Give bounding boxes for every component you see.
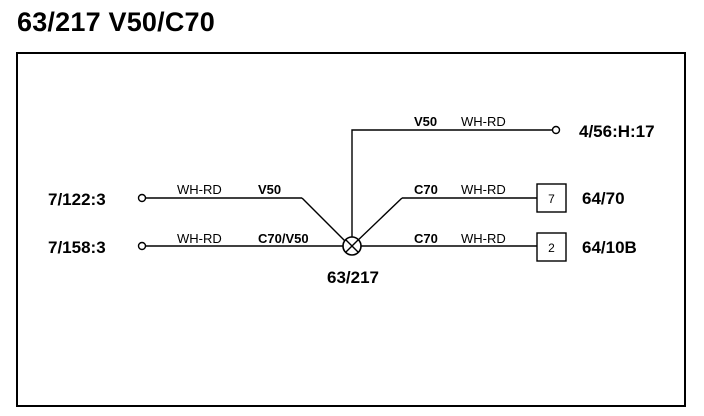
wire-color-label: WH-RD <box>177 231 222 246</box>
endpoint-label: 4/56:H:17 <box>579 122 655 141</box>
endpoint-label: 7/122:3 <box>48 190 106 209</box>
model-label: C70 <box>414 231 438 246</box>
model-label: V50 <box>258 182 281 197</box>
model-label: V50 <box>414 114 437 129</box>
diagram-frame <box>16 52 686 407</box>
wire-right-middle: 7 C70 WH-RD 64/70 <box>353 182 625 245</box>
wire-color-label: WH-RD <box>461 114 506 129</box>
wire-color-label: WH-RD <box>461 231 506 246</box>
model-label: C70 <box>414 182 438 197</box>
splice-label: 63/217 <box>327 268 379 287</box>
connector-pin-box[interactable] <box>536 232 567 262</box>
terminal-4-56-h-17[interactable] <box>551 125 561 135</box>
wire-left-bottom: 7/158:3 WH-RD C70/V50 <box>48 231 343 257</box>
model-label: C70/V50 <box>258 231 309 246</box>
splice-node[interactable] <box>342 236 362 256</box>
pin-number: 7 <box>548 192 555 206</box>
wire-color-label: WH-RD <box>177 182 222 197</box>
terminal-7-122-3[interactable] <box>137 193 147 203</box>
wire-right-top: V50 WH-RD 4/56:H:17 <box>351 114 655 246</box>
endpoint-label: 7/158:3 <box>48 238 106 257</box>
endpoint-label: 64/10B <box>582 238 637 257</box>
pin-number: 2 <box>548 241 555 255</box>
wire-color-label: WH-RD <box>461 182 506 197</box>
wire-left-top: 7/122:3 WH-RD V50 <box>48 182 351 247</box>
connector-pin-box[interactable] <box>536 183 567 213</box>
endpoint-label: 64/70 <box>582 189 625 208</box>
terminal-7-158-3[interactable] <box>137 241 147 251</box>
diagram-title: 63/217 V50/C70 <box>17 7 215 37</box>
wire-right-bottom: 2 C70 WH-RD 64/10B <box>361 231 637 262</box>
